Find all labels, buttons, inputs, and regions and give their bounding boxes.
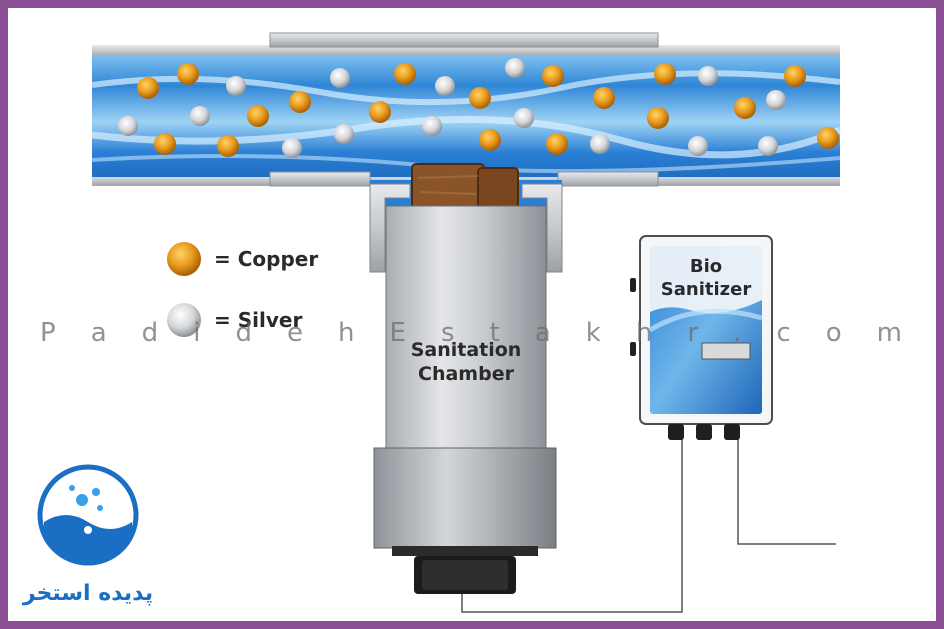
company-logo <box>37 464 139 566</box>
chamber-label-line2: Chamber <box>418 363 515 385</box>
legend <box>167 242 201 337</box>
silver-particles <box>118 58 786 158</box>
control-wires <box>461 432 836 613</box>
silver-legend-swatch <box>167 303 201 337</box>
controller-display <box>701 342 751 360</box>
copper-silver-electrodes <box>411 163 519 209</box>
pipe-coupling <box>269 32 659 48</box>
sanitation-chamber <box>373 205 557 594</box>
copper-legend-swatch <box>167 242 201 276</box>
controller-label-line1: Bio <box>690 256 722 277</box>
chamber-label-line1: Sanitation <box>411 339 522 361</box>
logo-text: پدیده استخر <box>22 581 153 606</box>
copper-particles <box>137 63 839 157</box>
bio-sanitizer-unit <box>630 235 773 440</box>
copper-legend-label: = Copper <box>214 247 318 271</box>
controller-label-line2: Sanitizer <box>661 279 752 300</box>
silver-legend-label: = Silver <box>214 308 302 332</box>
